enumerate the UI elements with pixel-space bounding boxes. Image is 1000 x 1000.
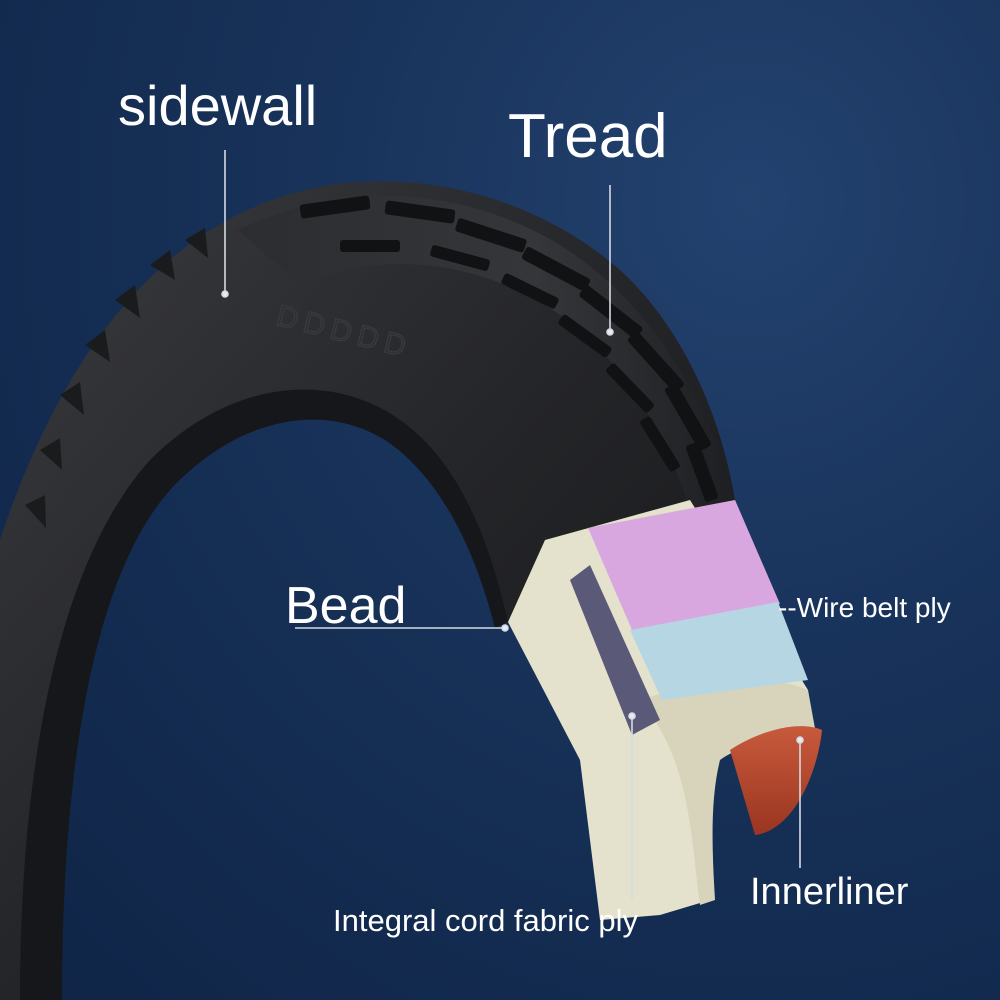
cord-fabric-ply-label: Integral cord fabric ply xyxy=(333,903,638,938)
sidewall-leader-dot xyxy=(221,290,229,298)
tread-label: Tread xyxy=(508,102,668,171)
innerliner-layer xyxy=(730,726,822,835)
tread-band xyxy=(238,195,735,510)
tire-sidewall-body xyxy=(0,181,735,1000)
tread-pattern xyxy=(299,195,718,502)
side-ply-strip xyxy=(570,565,660,735)
innerliner-label: Innerliner xyxy=(750,871,909,913)
belt-layer xyxy=(630,602,808,700)
cord-leader-dot xyxy=(628,712,636,720)
sidewall-label: sidewall xyxy=(118,74,318,137)
inner-leader-dot xyxy=(796,736,804,744)
bead-leader-dot xyxy=(501,624,509,632)
tread-leader-dot xyxy=(606,328,614,336)
wire-belt-ply xyxy=(588,500,780,630)
bead-label: Bead xyxy=(285,577,407,635)
sidewall-serrations xyxy=(25,228,208,528)
wire-belt-ply-label: --Wire belt ply xyxy=(778,592,951,623)
